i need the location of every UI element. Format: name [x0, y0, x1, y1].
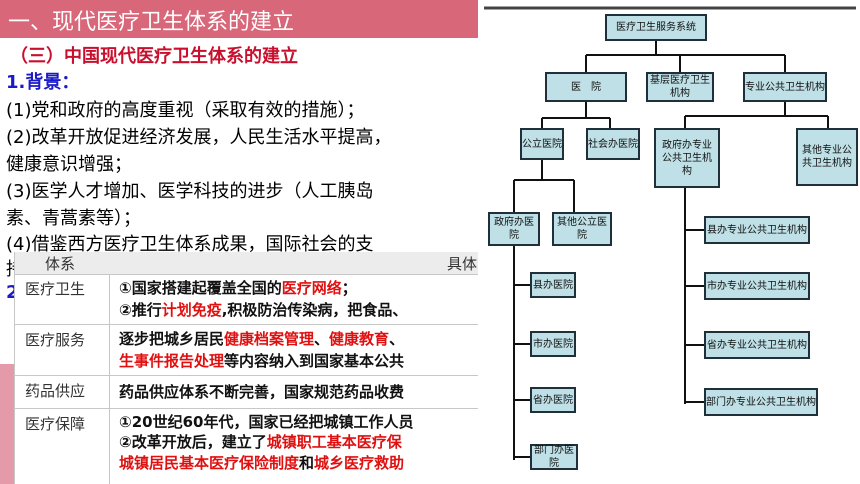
plain-text: 逐步把城乡居民 — [119, 330, 225, 348]
node-primary-care: 基层医疗卫生机构 — [646, 72, 714, 102]
row-line: 生事件报告处理等内容纳入到国家基本公共 — [119, 350, 404, 371]
background-item-2-cont: 健康意识增强； — [6, 154, 132, 175]
background-heading: 1.背景： — [6, 72, 80, 93]
highlight-text: 计划免疫 — [161, 301, 222, 319]
node-county-public-health: 县办专业公共卫生机构 — [704, 216, 810, 244]
highlight-text: 城镇居民基本医疗保险制度 — [119, 454, 300, 472]
table-row: 医疗卫生 ①国家搭建起覆盖全国的医疗网络； ②推行计划免疫,积极防治传染病，把食… — [15, 274, 501, 325]
node-province-public-health: 省办专业公共卫生机构 — [704, 331, 810, 359]
node-dept-public-health: 部门办专业公共卫生机构 — [704, 388, 818, 416]
node-other-public-hospital: 其他公立医院 — [552, 212, 612, 246]
plain-text: ①国家搭建起覆盖全国的 — [119, 279, 282, 297]
highlight-text: 城镇职工基本医疗保 — [266, 433, 402, 451]
node-gov-hospital: 政府办医院 — [488, 212, 540, 246]
row-line: ②改革开放后，建立了城镇职工基本医疗保 — [119, 431, 402, 452]
plain-text: ②推行 — [119, 301, 162, 319]
background-item-3-cont: 素、青蒿素等）； — [6, 208, 141, 229]
row-line: ①国家搭建起覆盖全国的医疗网络； — [119, 277, 357, 298]
table-row: 药品供应 药品供应体系不断完善，国家规范药品收费 — [15, 376, 501, 409]
node-other-public-health: 其他专业公共卫生机构 — [796, 128, 858, 186]
plain-text: 和 — [299, 454, 315, 472]
highlight-text: 城乡医疗救助 — [314, 454, 405, 472]
plain-text: 、 — [314, 330, 330, 348]
background-item-2: (2)改革开放促进经济发展，人民生活水平提高， — [6, 127, 392, 148]
highlight-text: 生事件报告处理 — [119, 352, 225, 370]
subsection-title: （三）中国现代医疗卫生体系的建立 — [10, 46, 298, 67]
row-line: 城镇居民基本医疗保险制度和城乡医疗救助 — [119, 452, 404, 473]
node-social-hospital: 社会办医院 — [586, 128, 640, 160]
table-row: 医疗服务 逐步把城乡居民健康档案管理、健康教育、 生事件报告处理等内容纳入到国家… — [15, 325, 501, 376]
org-diagram: 医疗卫生服务系统 医 院 基层医疗卫生机构 专业公共卫生机构 公立医院 社会办医… — [478, 0, 860, 484]
plain-text: 药品供应体系不断完善，国家规范药品收费 — [119, 383, 405, 401]
header-detail: 具体 — [447, 255, 478, 273]
background-item-4: (4)借鉴西方医疗卫生体系成果，国际社会的支 — [6, 234, 374, 255]
node-province-hospital: 省办医院 — [530, 387, 576, 413]
row-category: 药品供应 — [25, 382, 86, 400]
highlight-text: 医疗网络 — [281, 279, 342, 297]
node-root: 医疗卫生服务系统 — [605, 14, 707, 41]
column-divider — [109, 274, 110, 484]
header-system: 体系 — [45, 255, 76, 273]
row-line: 逐步把城乡居民健康档案管理、健康教育、 — [119, 328, 404, 349]
table-header: 体系 具体 — [15, 252, 501, 275]
node-public-health: 专业公共卫生机构 — [743, 72, 827, 102]
plain-text: ①20世纪60年代，国家已经把城镇工作人员 — [119, 413, 414, 431]
highlight-text: 健康教育 — [329, 330, 390, 348]
node-hospital: 医 院 — [545, 72, 627, 102]
plain-text: ； — [341, 279, 357, 297]
system-table: 体系 具体 医疗卫生 ①国家搭建起覆盖全国的医疗网络； ②推行计划免疫,积极防治… — [14, 252, 501, 484]
node-city-hospital: 市办医院 — [530, 331, 576, 357]
node-gov-public-health: 政府办专业公共卫生机构 — [654, 128, 720, 188]
plain-text: 、 — [389, 330, 405, 348]
node-public-hospital: 公立医院 — [520, 128, 564, 160]
row-line: ②推行计划免疫,积极防治传染病，把食品、 — [119, 299, 407, 320]
plain-text: ,积极防治传染病，把食品、 — [221, 301, 408, 319]
connector-lines — [484, 6, 856, 460]
row-category: 医疗保障 — [25, 415, 86, 433]
section-title: 一、现代医疗卫生体系的建立 — [8, 10, 295, 35]
section-header: 一、现代医疗卫生体系的建立 — [0, 0, 478, 38]
node-county-hospital: 县办医院 — [530, 272, 576, 298]
row-category: 医疗卫生 — [25, 280, 86, 298]
node-city-public-health: 市办专业公共卫生机构 — [704, 272, 810, 300]
row-line: ①20世纪60年代，国家已经把城镇工作人员 — [119, 411, 413, 432]
highlight-text: 健康档案管理 — [224, 330, 315, 348]
row-category: 医疗服务 — [25, 331, 86, 349]
row-line: 药品供应体系不断完善，国家规范药品收费 — [119, 381, 404, 402]
plain-text: ②改革开放后，建立了 — [119, 433, 267, 451]
node-dept-hospital: 部门办医院 — [530, 444, 578, 470]
background-item-1: (1)党和政府的高度重视（采取有效的措施）； — [6, 100, 365, 121]
plain-text: 等内容纳入到国家基本公共 — [224, 352, 405, 370]
table-row: 医疗保障 ①20世纪60年代，国家已经把城镇工作人员 ②改革开放后，建立了城镇职… — [15, 409, 501, 484]
background-item-3: (3)医学人才增加、医学科技的进步（人工胰岛 — [6, 181, 374, 202]
